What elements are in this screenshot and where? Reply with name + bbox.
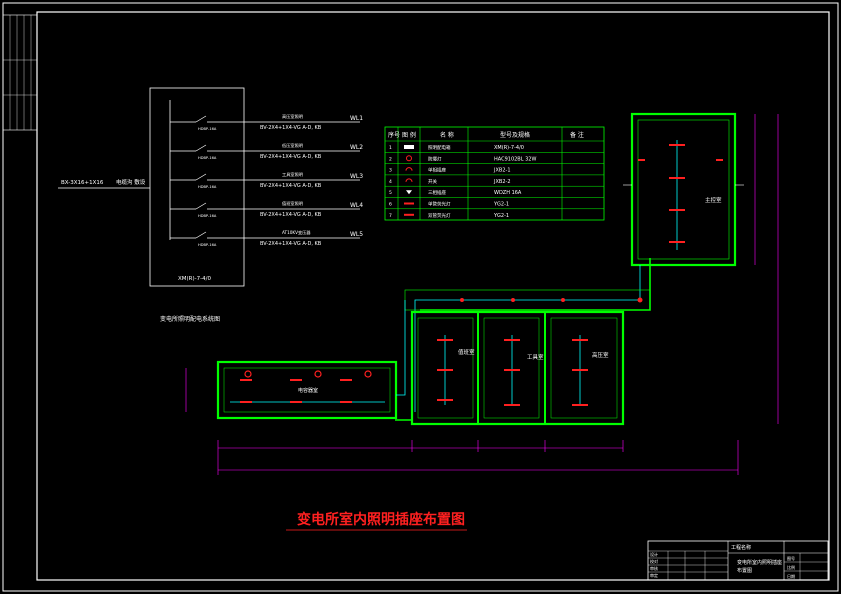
- title-block-right-2: 比例: [787, 564, 795, 570]
- dimension-lines: [185, 114, 779, 475]
- circuit-wl2: HDBP-16A 低压室照明 BV-2X4+1X4-VG A-D, KB WL2: [170, 142, 363, 160]
- breaker-switch-icon: [195, 115, 207, 123]
- breaker-switch-icon: [195, 144, 207, 152]
- circuit-breaker-label: HDBP-16A: [198, 214, 217, 218]
- circuit-wl3: HDBP-16A 工具室照明 BV-2X4+1X4-VG A-D, KB WL3: [170, 171, 363, 189]
- room1-label: 值班室: [458, 348, 475, 356]
- circuit-desc: 值班室照明: [282, 200, 303, 207]
- title-block: 工程名称 变电所室内照明插座 布置图 设计 校对 审核 审定 图号 比例 日期: [647, 540, 829, 581]
- legend-row-name: 照明配电箱: [428, 144, 451, 151]
- circuit-id: WL3: [350, 173, 363, 180]
- circuit-wl4: HDBP-16A 值班室照明 BV-2X4+1X4-VG A-D, KB WL4: [170, 200, 363, 218]
- lamp-icon: [406, 155, 412, 162]
- left-margin-table: [2, 14, 38, 131]
- title-block-company: 工程名称: [731, 544, 751, 551]
- drawing-title: 变电所室内照明插座布置图: [297, 511, 465, 528]
- circuit-desc: 工具室照明: [282, 171, 303, 178]
- title-block-drawing-name2: 布置图: [737, 567, 752, 574]
- bottom-room-wall: [216, 360, 398, 420]
- three-phase-icon: [406, 190, 412, 195]
- room2-label: 工具室: [527, 353, 544, 361]
- breaker-switch-icon: [195, 231, 207, 239]
- circuit-wl1: HDBP-16A 高压室照明 BV-2X4+1X4-VG A-D, KB WL1: [170, 113, 363, 131]
- circuit-breaker-label: HDBP-16A: [198, 127, 217, 131]
- panel-icon: [404, 145, 414, 149]
- legend-row-name: 双管荧光灯: [428, 212, 451, 219]
- circuit-id: WL2: [350, 144, 363, 151]
- legend-header: 备 注: [570, 131, 584, 139]
- system-diagram: BX-3X16+1X16 电缆沟 敷设 HDBP-16A 高压室照明 BV-2X4+…: [58, 87, 363, 323]
- title-block-row-4: 审定: [650, 572, 658, 578]
- circuit-cable: BV-2X4+1X4-VG A-D, KB: [260, 241, 322, 247]
- circuit-id: WL4: [350, 202, 363, 209]
- legend-header: 序号: [388, 131, 400, 139]
- legend-row-model: YG2-1: [493, 202, 509, 208]
- legend-row-name: 开关: [428, 178, 437, 185]
- legend-header: 图 例: [402, 131, 416, 139]
- legend-row-no: 7: [389, 213, 392, 219]
- circuit-cable: BV-2X4+1X4-VG A-D, KB: [260, 183, 322, 189]
- panel-box: [149, 87, 245, 287]
- legend-row-no: 6: [389, 202, 392, 208]
- legend-row-model: HAC9102BL 32W: [494, 156, 536, 162]
- breaker-switch-icon: [195, 173, 207, 181]
- title-block-row-2: 校对: [650, 558, 658, 564]
- legend-row-name: 单相插座: [428, 167, 446, 174]
- main-room-label: 主控室: [705, 196, 722, 204]
- circuit-desc: 高压室照明: [282, 113, 303, 120]
- socket-icon: [405, 167, 413, 171]
- floor-plan: 主控室 值班室 工具室 高压室: [185, 112, 779, 475]
- legend-row-model: XM(R)-7-4/0: [494, 145, 524, 151]
- drawing-title-group: 变电所室内照明插座布置图: [286, 511, 467, 531]
- legend-header: 型号及规格: [500, 131, 530, 139]
- legend-row-model: YG2-1: [493, 213, 509, 219]
- title-block-right-1: 图号: [787, 555, 795, 561]
- circuit-breaker-label: HDBP-16A: [198, 185, 217, 189]
- title-block-right-3: 日期: [787, 573, 795, 579]
- circuit-breaker-label: HDBP-16A: [198, 156, 217, 160]
- title-block-drawing-name: 变电所室内照明插座: [737, 559, 782, 566]
- rooms-block-wall: [410, 310, 625, 426]
- legend-row-name: 单管荧光灯: [428, 201, 451, 208]
- circuit-wl5: HDBP-16A AT10KV变压器 BV-2X4+1X4-VG A-D, KB WL…: [170, 229, 363, 247]
- legend-row-no: 2: [389, 156, 392, 162]
- title-block-row-1: 设计: [650, 551, 658, 557]
- circuit-desc: 低压室照明: [282, 142, 303, 149]
- feeder-label: BX-3X16+1X16: [61, 180, 104, 186]
- bottom-room-label: 电容器室: [298, 387, 318, 394]
- title-block-row-3: 审核: [650, 565, 658, 571]
- main-room-wall: [630, 112, 737, 267]
- legend-row-no: 5: [389, 190, 392, 196]
- legend-row-model: JXB2-2: [493, 179, 511, 185]
- feeder-note: 电缆沟 敷设: [116, 178, 146, 186]
- inner-frame: [36, 11, 830, 581]
- circuit-id: WL5: [350, 231, 363, 238]
- legend-table: 序号图 例 名 称 型号及规格 备 注 1 照明配电箱 XM(R)-7-4/0 2 防爆灯 HAC…: [384, 126, 605, 221]
- switch-icon: [405, 178, 413, 183]
- panel-name: XM(R)-7-4/0: [178, 276, 211, 282]
- legend-header: 名 称: [440, 131, 454, 139]
- circuit-id: WL1: [350, 115, 363, 122]
- circuit-desc: AT10KV变压器: [282, 229, 311, 236]
- circuit-cable: BV-2X4+1X4-VG A-D, KB: [260, 125, 322, 131]
- breaker-switch-icon: [195, 202, 207, 210]
- legend-row-no: 3: [389, 168, 392, 174]
- legend-row-no: 1: [389, 145, 392, 151]
- circuit-cable: BV-2X4+1X4-VG A-D, KB: [260, 154, 322, 160]
- circuit-breaker-label: HDBP-16A: [198, 243, 217, 247]
- legend-row-name: 三相插座: [428, 189, 446, 196]
- legend-row-name: 防爆灯: [428, 155, 442, 162]
- legend-row-model: WDZH 16A: [494, 190, 522, 196]
- legend-row-model: JXB2-1: [493, 168, 511, 174]
- system-caption: 变电所照明配电系统图: [160, 315, 220, 323]
- room3-label: 高压室: [592, 351, 609, 359]
- legend-row-no: 4: [389, 179, 392, 185]
- circuit-cable: BV-2X4+1X4-VG A-D, KB: [260, 212, 322, 218]
